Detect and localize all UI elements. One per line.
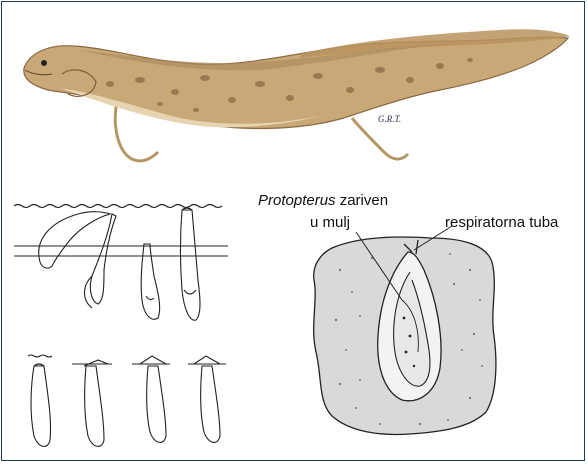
burrowed-fish-1 [31, 366, 51, 446]
label-respiratory-tube: respiratorna tuba [445, 215, 558, 230]
burrowing-sequence [14, 205, 228, 447]
pelvic-fin [352, 118, 408, 159]
fish-eye [41, 60, 47, 66]
burrow-fish-3 [141, 244, 159, 319]
burrow-fish-2 [90, 214, 116, 304]
burrowed-fish-3 [147, 366, 166, 442]
mud-cocoon [314, 226, 496, 434]
burrow-fish-1 [39, 212, 110, 268]
lungfish-drawing [24, 29, 570, 161]
fish-body [24, 37, 568, 128]
label-mud: u mulj [310, 215, 350, 230]
burrow-fish-4 [181, 210, 201, 320]
water-surface-bottom [28, 355, 52, 357]
artist-signature: G.R.T. [378, 114, 401, 124]
water-surface-top [14, 205, 222, 208]
caption-burrowed: Protopterus zariven [258, 193, 388, 208]
burrowed-fish-2 [85, 366, 104, 446]
burrowed-fish-4 [201, 366, 220, 442]
